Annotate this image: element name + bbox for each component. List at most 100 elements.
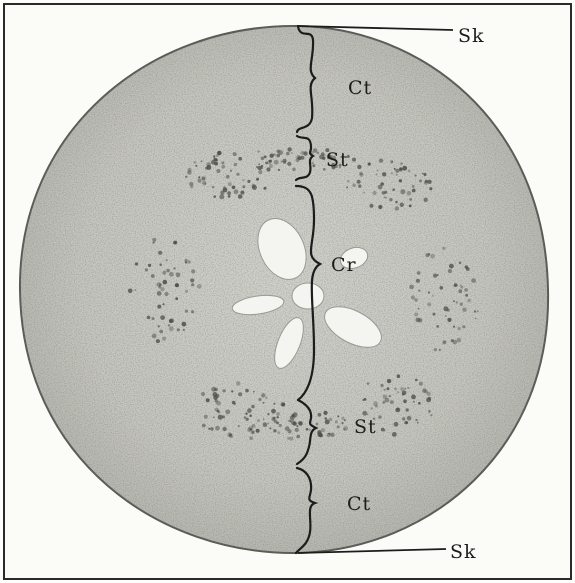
vascular-dot — [456, 301, 458, 303]
vascular-dot — [210, 427, 214, 431]
vascular-dot — [373, 191, 377, 195]
vascular-dot — [411, 395, 416, 400]
vascular-dot — [394, 388, 397, 391]
vascular-dot — [147, 316, 151, 320]
vascular-dot — [169, 326, 174, 331]
vascular-dot — [191, 283, 194, 286]
vascular-dot — [362, 411, 367, 416]
vascular-dot — [369, 204, 373, 208]
vascular-dot — [292, 168, 296, 172]
vascular-dot — [230, 170, 232, 172]
vascular-dot — [409, 198, 412, 201]
vascular-dot — [166, 269, 170, 273]
vascular-dot — [467, 299, 470, 302]
vascular-dot — [408, 170, 411, 173]
vascular-dot — [462, 308, 466, 312]
vascular-dot — [213, 195, 216, 198]
vascular-dot — [407, 416, 412, 421]
vascular-dot — [395, 408, 400, 413]
vascular-dot — [215, 426, 220, 431]
vascular-dot — [221, 162, 224, 165]
vascular-dot — [261, 165, 264, 168]
vascular-dot — [165, 259, 167, 261]
vascular-dot — [228, 182, 232, 186]
vascular-dot — [215, 159, 218, 162]
vascular-dot — [269, 427, 271, 429]
vascular-dot — [286, 152, 290, 156]
vascular-dot — [414, 298, 418, 302]
vascular-dot — [460, 303, 463, 306]
vascular-dot — [211, 387, 216, 392]
vascular-dot — [400, 387, 404, 391]
vascular-dot — [335, 420, 338, 423]
vascular-dot — [145, 268, 148, 271]
vascular-dot — [390, 160, 393, 163]
vascular-dot — [389, 395, 391, 397]
vascular-dot — [319, 154, 324, 159]
vascular-dot — [227, 191, 231, 195]
vascular-dot — [159, 263, 162, 266]
vascular-dot — [227, 432, 232, 437]
vascular-dot — [385, 197, 387, 199]
vascular-dot — [407, 387, 409, 389]
vascular-dot — [212, 186, 215, 189]
vascular-dot — [298, 421, 301, 424]
vascular-dot — [327, 433, 331, 437]
vascular-dot — [216, 154, 219, 157]
vascular-dot — [163, 280, 168, 285]
vascular-dot — [436, 325, 439, 328]
vascular-dot — [169, 272, 174, 277]
vascular-dot — [263, 422, 268, 427]
vascular-dot — [337, 425, 340, 428]
vascular-dot — [343, 428, 345, 430]
vascular-dot — [301, 151, 305, 155]
vascular-dot — [222, 165, 226, 169]
vascular-dot — [194, 161, 197, 164]
vascular-dot — [201, 160, 203, 162]
vascular-dot — [417, 271, 421, 275]
vascular-dot — [158, 251, 162, 255]
vascular-dot — [264, 155, 267, 158]
vascular-dot — [266, 167, 270, 171]
vascular-dot — [269, 160, 272, 163]
vascular-dot — [417, 422, 419, 424]
vascular-dot — [249, 414, 252, 417]
vascular-dot — [412, 185, 415, 188]
vascular-dot — [256, 178, 259, 181]
vascular-dot — [225, 410, 230, 415]
vascular-dot — [163, 303, 165, 305]
vascular-dot — [187, 260, 190, 263]
vascular-dot — [287, 162, 291, 166]
vascular-dot — [402, 417, 405, 420]
vascular-dot — [238, 157, 242, 161]
label-cr: Cr — [331, 254, 357, 276]
vascular-dot — [135, 262, 138, 265]
vascular-dot — [477, 310, 479, 312]
vascular-dot — [175, 283, 179, 287]
vascular-dot — [378, 415, 381, 418]
vascular-dot — [279, 424, 282, 427]
vascular-dot — [273, 153, 276, 156]
vascular-dot — [288, 429, 292, 433]
vascular-dot — [404, 421, 407, 424]
vascular-dot — [152, 317, 155, 320]
vascular-dot — [402, 391, 407, 396]
vascular-dot — [448, 269, 452, 273]
vascular-dot — [418, 402, 421, 405]
vascular-dot — [357, 165, 361, 169]
vascular-dot — [433, 313, 436, 316]
vascular-dot — [418, 290, 420, 292]
vascular-dot — [252, 424, 256, 428]
vascular-dot — [457, 338, 462, 343]
vascular-dot — [387, 379, 391, 383]
vascular-dot — [277, 416, 279, 418]
vascular-dot — [258, 170, 262, 174]
vascular-dot — [427, 392, 431, 396]
vascular-dot — [392, 188, 395, 191]
vascular-dot — [232, 401, 236, 405]
vascular-dot — [399, 167, 402, 170]
vascular-dot — [256, 429, 260, 433]
vascular-dot — [220, 191, 224, 195]
vascular-dot — [379, 158, 383, 162]
